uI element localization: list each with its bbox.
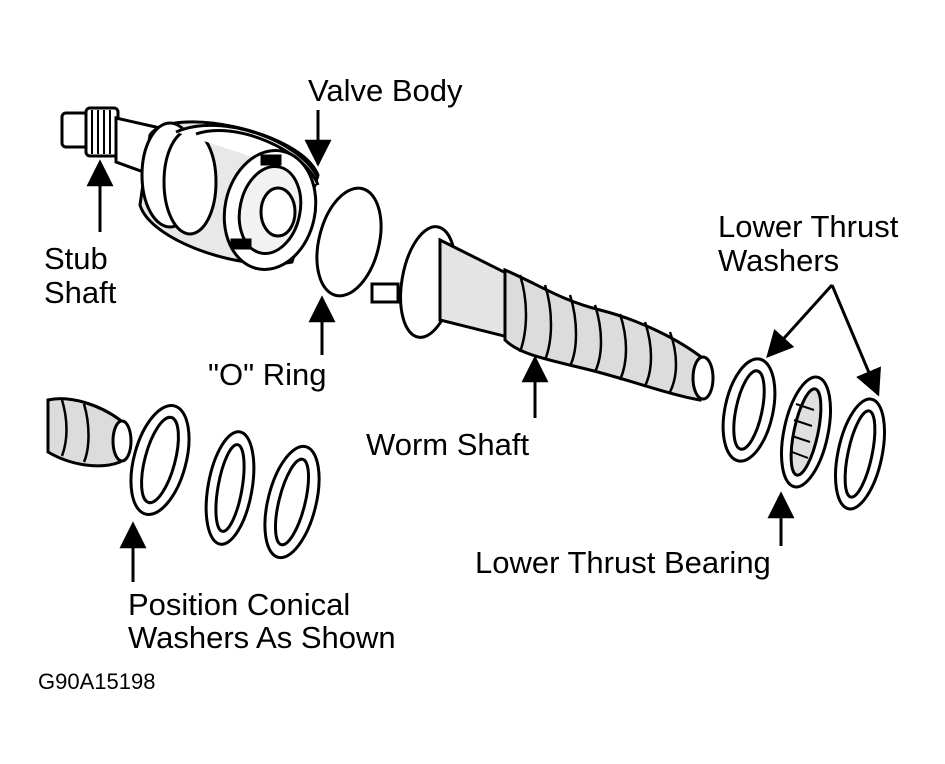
valve-body <box>138 120 320 271</box>
o-ring <box>315 186 383 298</box>
figure-code: G90A15198 <box>38 669 156 694</box>
stub-shaft-label-line1: Stub <box>44 241 108 276</box>
leader-arrows <box>86 110 881 582</box>
valve-body-label: Valve Body <box>308 73 463 108</box>
worm-shaft <box>370 225 715 402</box>
washers-arrow-right <box>830 284 881 397</box>
o-ring-label: "O" Ring <box>208 357 327 392</box>
position-conical-label-line1: Position Conical <box>128 587 351 622</box>
lower-thrust-washers-label-line1: Lower Thrust <box>718 209 899 244</box>
lower-thrust-parts <box>721 357 886 511</box>
worm-shaft-label: Worm Shaft <box>366 427 530 462</box>
stub-shaft-label-line2: Shaft <box>44 275 117 310</box>
worm-section <box>46 397 133 468</box>
conical-washers <box>129 403 321 560</box>
position-conical-label-line2: Washers As Shown <box>128 620 396 655</box>
lower-thrust-bearing-label: Lower Thrust Bearing <box>475 545 771 580</box>
lower-thrust-washers-label-line2: Washers <box>718 243 840 278</box>
washers-arrow-left <box>766 283 834 359</box>
